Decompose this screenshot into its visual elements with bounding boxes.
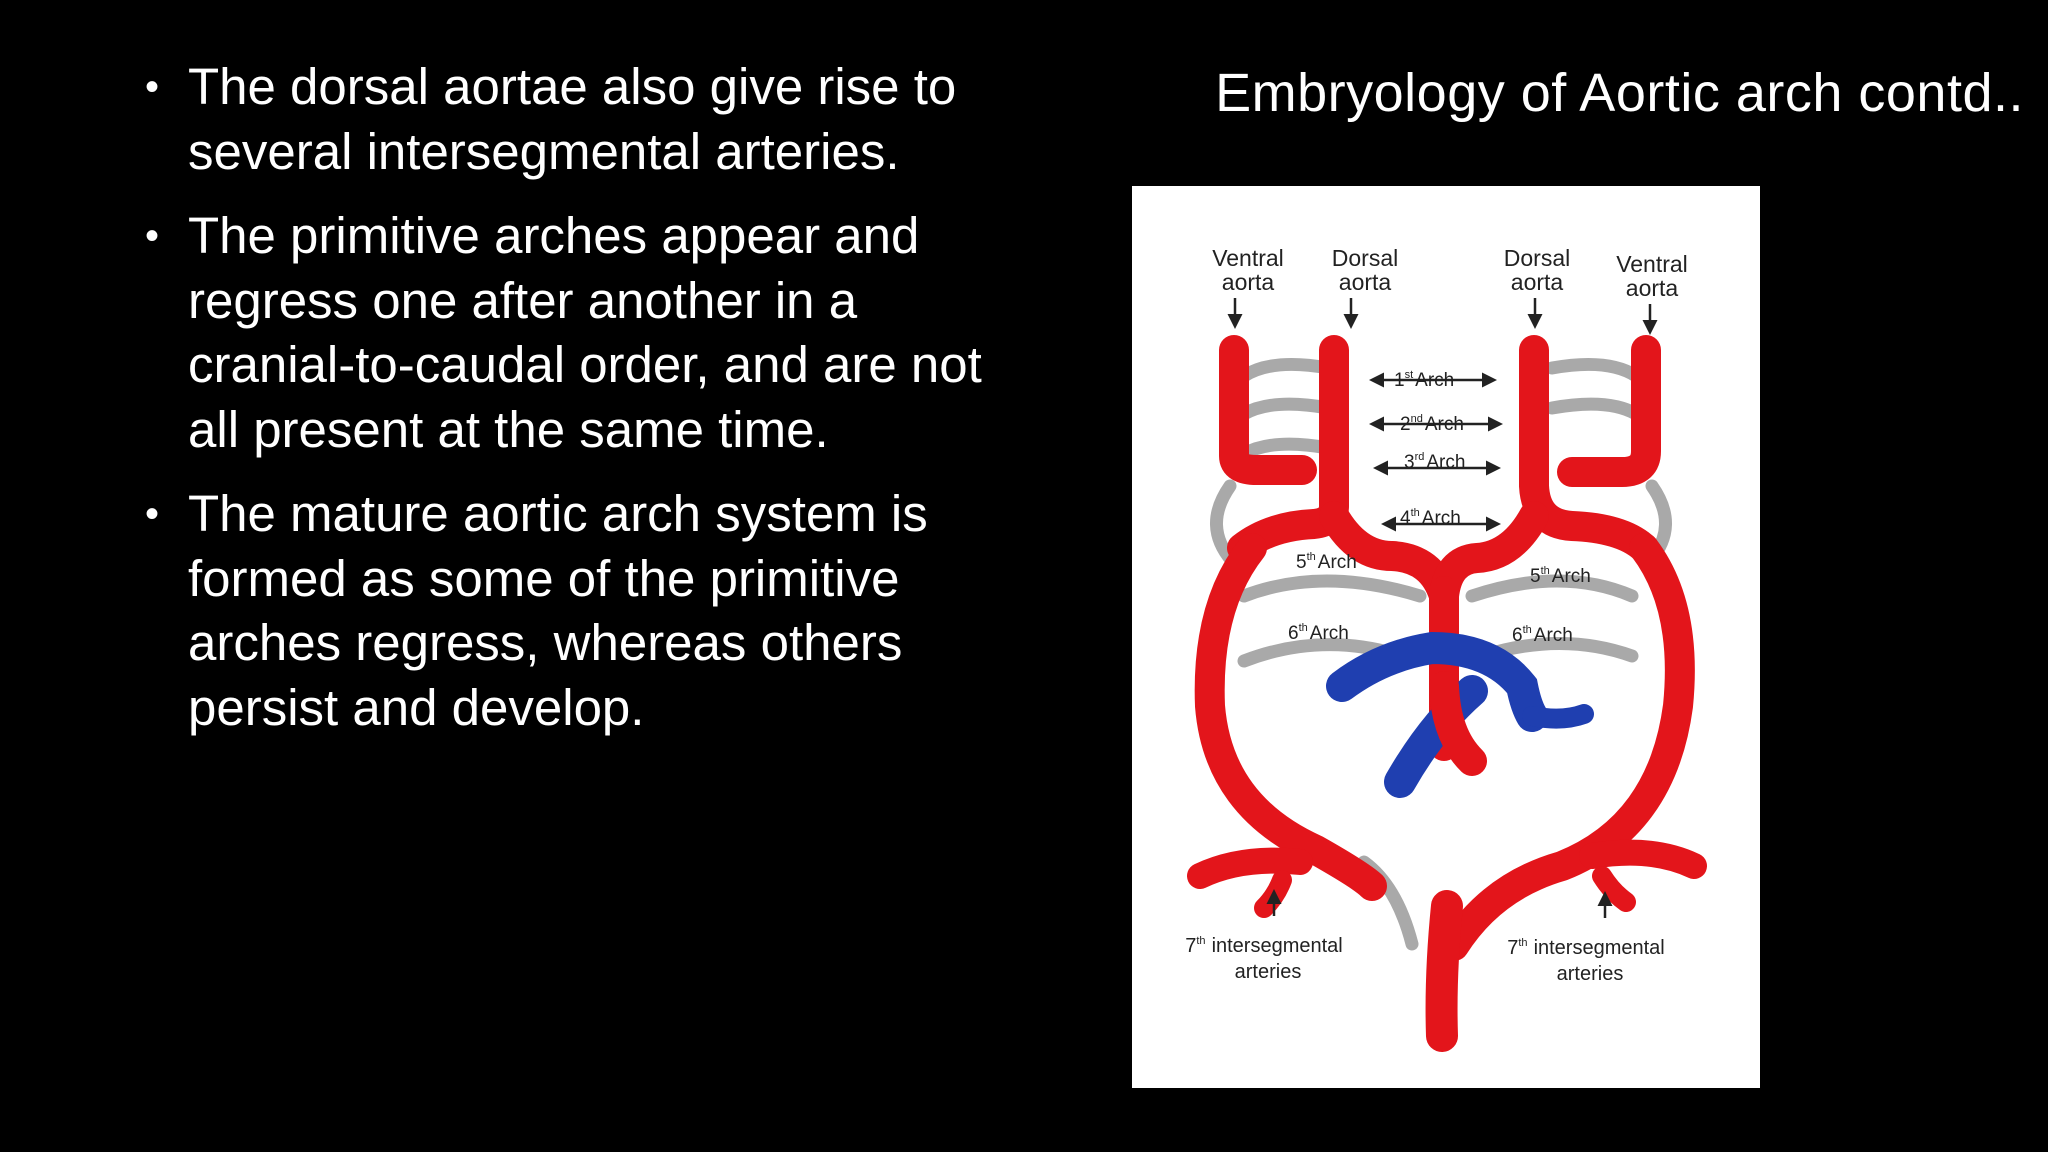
right-dorsal-aorta <box>1519 335 1659 563</box>
bullet-item: • The dorsal aortae also give rise to sev… <box>145 55 1005 184</box>
pulmonary-branch <box>1384 675 1488 798</box>
bullet-dot-icon: • <box>145 492 160 536</box>
arch-5-right-vessel <box>1465 574 1639 603</box>
arch-2-right-vessel <box>1545 397 1643 421</box>
slide-title: Embryology of Aortic arch contd.. <box>1215 63 2024 123</box>
left-ventral-aorta <box>1219 335 1317 485</box>
arch-4-left-vessel <box>1210 479 1239 568</box>
arch-2-left-vessel <box>1237 397 1335 421</box>
arch-3-left-vessel <box>1237 437 1335 461</box>
arch-1-left-vessel <box>1237 357 1335 383</box>
label-pointer-arrows <box>1227 298 1658 918</box>
arteries <box>1187 335 1707 1052</box>
bullet-dot-icon: • <box>145 65 160 109</box>
bullet-text: The primitive arches appear and regress … <box>188 207 982 458</box>
right-seventh-segmental-artery <box>1579 839 1707 879</box>
arch-5-left-vessel <box>1237 574 1427 603</box>
right-ventral-aorta <box>1557 335 1661 487</box>
bullet-list: • The dorsal aortae also give rise to sev… <box>145 55 1005 760</box>
right-seventh-segmental-branch <box>1592 866 1636 912</box>
aortic-trunk-crossing <box>1429 671 1487 776</box>
pulmonary-trunk <box>1326 631 1548 732</box>
bullet-text: The mature aortic arch system is formed … <box>188 485 928 736</box>
descending-aorta <box>1425 890 1463 1052</box>
pulmonary-vessels <box>1326 631 1594 798</box>
bullet-text: The dorsal aortae also give rise to seve… <box>188 58 957 180</box>
bullet-item: • The primitive arches appear and regress… <box>145 204 1005 462</box>
right-body-loop <box>1439 533 1695 961</box>
bullet-dot-icon: • <box>145 214 160 258</box>
left-seventh-segmental-artery <box>1187 847 1313 889</box>
bullet-item: • The mature aortic arch system is formed… <box>145 482 1005 740</box>
pulmonary-right-branch <box>1522 704 1594 729</box>
left-body-loop <box>1194 533 1387 901</box>
arch-1-right-vessel <box>1545 357 1643 383</box>
arch-arrows <box>1369 372 1503 532</box>
